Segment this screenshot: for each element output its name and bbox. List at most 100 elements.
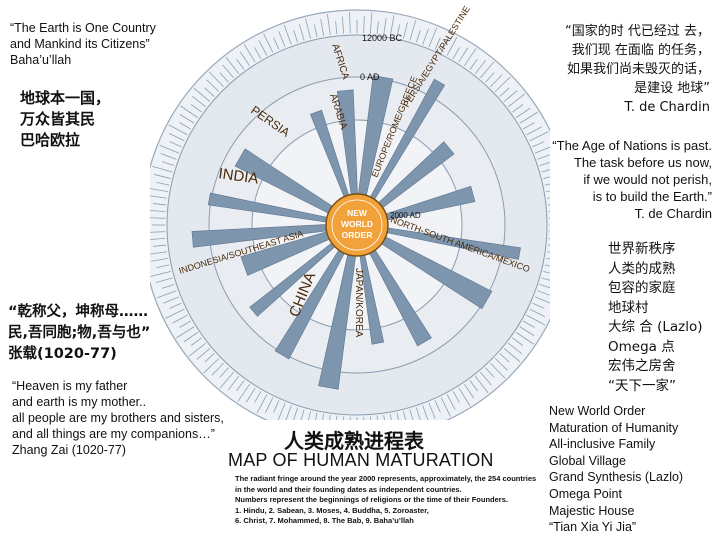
fringe-ray [508,93,526,108]
fringe-ray [283,24,292,45]
quote-author: Zhang Zai (1020-77) [12,443,126,457]
fringe-ray [228,376,240,390]
fringe-ray [546,257,550,260]
fringe-ray [539,283,550,289]
fringe-ray [529,131,549,142]
fringe-ray [180,105,199,118]
fringe-ray [206,79,220,92]
center-label-world: WORLD [341,219,373,229]
fringe-ray [547,251,550,253]
map-title-en: MAP OF HUMAN MATURATION [228,450,494,470]
fringe-ray [469,58,478,70]
fringe-ray [156,264,170,269]
fringe-ray [440,36,449,53]
quote-line: and all things are my companions…” [12,427,215,441]
fringe-ray [349,12,351,34]
list-item: “天下一家” [608,377,676,394]
quote-line: 民,吾同胞;物,吾与也” [8,325,151,341]
quote-line: if we would not perish, [583,172,712,187]
center-label-new: NEW [347,208,368,218]
quote-author: Baha’u’llah [10,53,72,67]
fringe-ray [277,402,286,420]
quote-author: T. de Chardin [634,206,712,221]
fringe-ray [150,195,167,199]
fringe-ray [503,90,518,102]
fringe-ray [474,60,486,74]
fringe-ray [254,391,262,403]
fringe-ray [258,40,268,56]
quote-author: T. de Chardin [624,100,710,115]
fringe-ray [396,24,401,38]
fringe-ray [440,397,451,417]
quote-zhang-zai-en: “Heaven is my father and earth is my mot… [12,378,224,458]
fringe-ray [537,154,550,160]
fringe-ray [534,146,550,154]
quote-line: “The Earth is One Country [10,21,156,35]
fringe-ray [219,371,234,389]
fringe-ray [150,217,166,219]
fringe-ray [490,74,503,88]
list-item: 世界新秩序 [608,241,676,257]
quote-author: 巴哈欧拉 [20,131,81,149]
fringe-ray [434,37,441,50]
fringe-ray [519,111,538,124]
list-item: Majestic House [549,503,635,518]
quote-line: 万众皆其民 [20,110,96,128]
fringe-ray [342,16,345,34]
new-world-order-list-cn: 世界新秩序 人类的成熟 包容的家庭 地球村 大综 合 (Lazlo) Omega… [608,240,703,396]
fringe-ray [469,380,478,392]
fringe-ray [546,190,550,193]
fringe-ray [156,290,177,299]
fringe-ray [490,362,506,379]
fringe-ray [335,21,338,35]
fringe-ray [172,314,188,324]
fringe-ray [349,416,351,420]
fringe-ray [163,296,180,304]
civilization-branches [191,75,521,390]
fringe-ray [422,405,429,420]
fringe-ray [161,283,175,289]
fringe-ray [474,376,489,394]
fringe-ray [329,415,331,420]
list-item: Omega 点 [608,338,675,355]
fringe-ray [150,271,171,277]
region-japan-korea: JAPAN/KOREA [353,268,364,338]
quote-line: 是建设 地球” [634,81,710,96]
fringe-ray [396,412,399,420]
fringe-ray [273,37,280,50]
fringe-ray [464,383,475,399]
footnote-line: 1. Hindu, 2. Sabean, 3. Moses, 4. Buddha… [235,505,429,515]
fringe-ray [254,47,262,59]
fringe-ray [428,402,436,419]
fringe-ray [169,141,182,148]
fringe-ray [156,181,170,186]
fringe-ray [544,183,550,186]
fringe-ray [526,126,542,136]
maturation-diagram: NEW WORLD ORDER 12000 BC 0 AD 2000 AD AF… [150,4,550,420]
fringe-ray [273,400,280,413]
fringe-ray [519,326,535,337]
fringe-ray [150,231,166,233]
list-item: Grand Synthesis (Lazlo) [549,470,684,485]
footnote-line: The radiant fringe around the year 2000 … [235,474,537,483]
fringe-ray [192,96,206,108]
fringe-ray [485,367,495,378]
center-label-order: ORDER [342,230,373,240]
new-world-order-list-en: New World Order Maturation of Humanity A… [549,403,683,536]
fringe-ray [179,113,195,124]
quote-line: “The Age of Nations is past. [552,138,712,153]
fringe-ray [376,21,379,35]
fringe-ray [153,244,167,247]
fringe-ray [222,64,234,79]
center-inner-ring [331,199,383,251]
list-item: 包容的家庭 [608,280,676,296]
fringe-ray [188,342,206,357]
fringe-ray [409,409,414,420]
fringe-ray [452,391,460,403]
fringe-ray [446,394,456,410]
fringe-ray [434,400,441,413]
quote-zhang-zai-cn: “乾称父，坤称母…… 民,吾同胞;物,吾与也” 张载(1020-77) [8,302,150,365]
fringe-ray [543,176,550,179]
fringe-ray [161,161,175,167]
quote-line: all people are my brothers and sisters, [12,411,224,425]
